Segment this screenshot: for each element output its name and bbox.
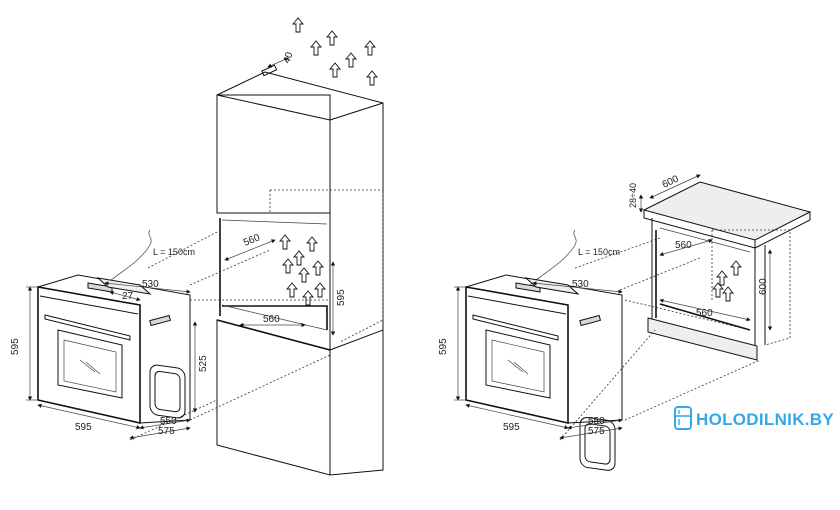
dim-575-right: 575 <box>588 426 605 437</box>
power-cable-right: L = 150cm <box>529 229 620 286</box>
oven-left <box>37 274 191 425</box>
dim-595-width-right: 595 <box>503 422 520 433</box>
fridge-icon <box>674 406 692 430</box>
oven-right-dimensions: 530 595 595 550 575 <box>438 279 623 440</box>
power-cable-left: L = 150cm <box>104 229 195 286</box>
base-cabinet <box>642 181 812 361</box>
dim-595-height-right: 595 <box>438 338 449 355</box>
dim-595-height: 595 <box>10 338 21 355</box>
dim-550: 550 <box>160 416 177 427</box>
dim-560-top-right: 560 <box>675 240 692 251</box>
dim-600-top: 600 <box>661 174 681 191</box>
dim-560-bottom-right: 560 <box>696 308 713 319</box>
guide-lines-left <box>129 231 331 441</box>
cable-length-label-right: L = 150cm <box>578 247 620 257</box>
dim-560-bottom: 560 <box>263 314 280 325</box>
cabinet-dimensions: 40 560 595 560 <box>224 50 347 336</box>
ventilation-arrows-right <box>712 260 742 302</box>
oven-left-dimensions: 530 27 595 525 595 550 575 <box>10 279 209 440</box>
dim-600-side: 600 <box>758 278 769 295</box>
dim-550-right: 550 <box>588 416 605 427</box>
base-cabinet-dimensions: 28÷40 600 560 600 560 <box>628 174 773 331</box>
dim-575: 575 <box>158 426 175 437</box>
cable-length-label: L = 150cm <box>153 247 195 257</box>
dim-28-40: 28÷40 <box>628 183 638 208</box>
watermark: HOLODILNIK.BY <box>674 406 834 430</box>
dim-530: 530 <box>142 279 159 290</box>
ventilation-arrows-niche <box>279 234 326 306</box>
oven-right <box>465 274 623 471</box>
tall-cabinet <box>216 64 384 476</box>
dim-530-right: 530 <box>572 279 589 290</box>
ventilation-arrows-top <box>292 17 378 86</box>
dim-595-width: 595 <box>75 422 92 433</box>
dim-40: 40 <box>281 50 295 65</box>
dim-595-niche: 595 <box>336 289 347 306</box>
dim-27: 27 <box>122 291 134 302</box>
watermark-text: HOLODILNIK.BY <box>696 410 834 429</box>
dim-525: 525 <box>198 355 209 372</box>
